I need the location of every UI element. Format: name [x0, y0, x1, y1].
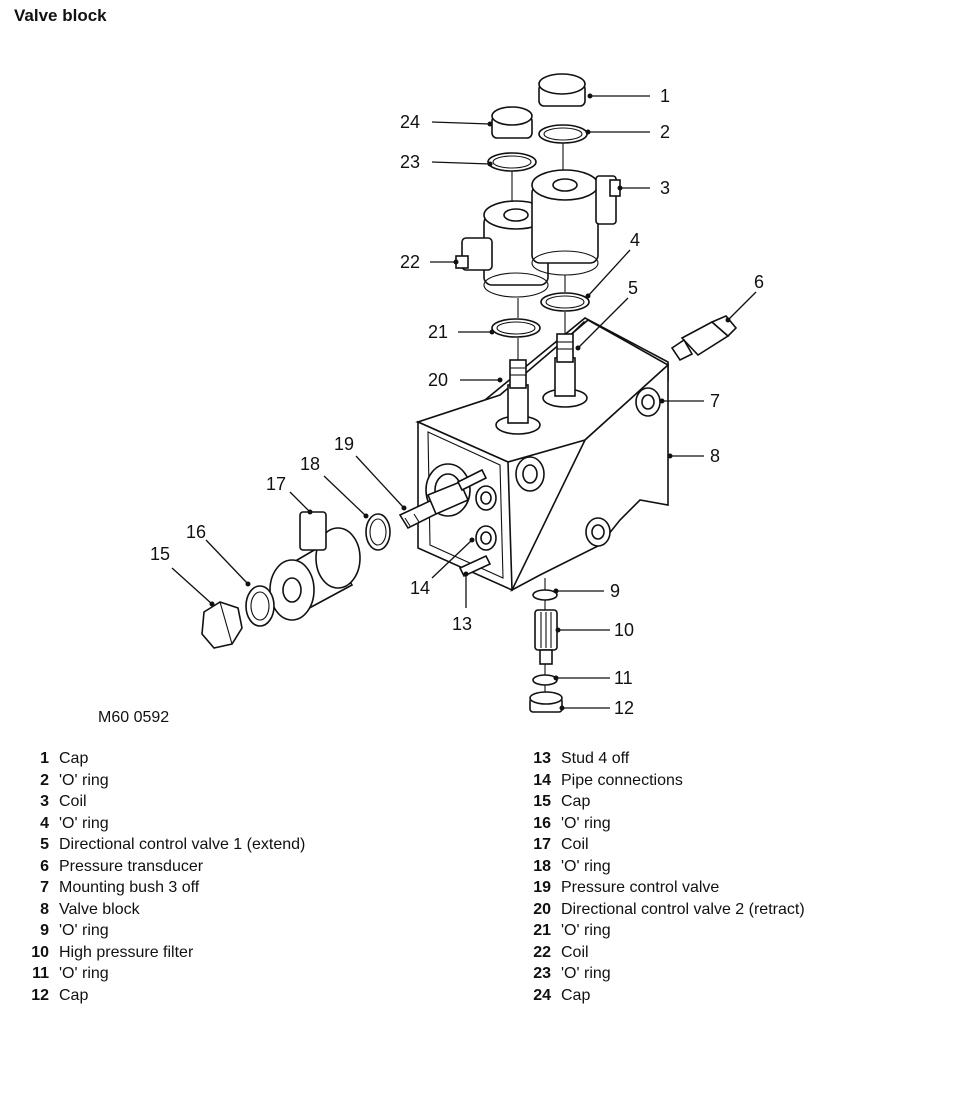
cap-24 — [491, 106, 533, 139]
legend-item: 21'O' ring — [533, 922, 611, 939]
callout-4: 4 — [630, 230, 640, 250]
o-ring-9 — [532, 589, 558, 601]
page-title: Valve block — [14, 6, 107, 25]
coil-3 — [531, 169, 621, 276]
directional-control-valve-2 — [495, 359, 541, 435]
callout-3: 3 — [660, 178, 670, 198]
callout-5: 5 — [628, 278, 638, 298]
callout-8: 8 — [710, 446, 720, 466]
o-ring-4 — [540, 292, 590, 312]
callout-13: 13 — [452, 614, 472, 634]
callout-19: 19 — [334, 434, 354, 454]
callout-10: 10 — [614, 620, 634, 640]
callout-2: 2 — [660, 122, 670, 142]
valve-block-body — [415, 317, 670, 592]
callout-18: 18 — [300, 454, 320, 474]
callout-12: 12 — [614, 698, 634, 718]
callout-21: 21 — [428, 322, 448, 342]
legend-item: 11'O' ring — [32, 965, 109, 982]
coil-17 — [269, 511, 361, 621]
callout-7: 7 — [710, 391, 720, 411]
o-ring-18 — [365, 513, 391, 551]
leader-lines — [171, 93, 757, 711]
legend-item: 2'O' ring — [40, 771, 109, 789]
pressure-control-valve — [398, 480, 470, 530]
legend-item: 18'O' ring — [533, 857, 611, 875]
callout-16: 16 — [186, 522, 206, 542]
o-ring-21 — [491, 318, 541, 338]
callout-22: 22 — [400, 252, 420, 272]
callout-24: 24 — [400, 112, 420, 132]
o-ring-11 — [532, 674, 558, 686]
o-ring-23 — [487, 152, 537, 172]
pressure-transducer — [670, 315, 738, 362]
callout-23: 23 — [400, 152, 420, 172]
legend-item: 23'O' ring — [533, 965, 611, 982]
legend-item: 9'O' ring — [40, 922, 109, 939]
callout-14: 14 — [410, 578, 430, 598]
legend-item: 4'O' ring — [40, 814, 109, 832]
callout-9: 9 — [610, 581, 620, 601]
callout-1: 1 — [660, 86, 670, 106]
legend-item: 16'O' ring — [533, 814, 611, 832]
callout-20: 20 — [428, 370, 448, 390]
callout-17: 17 — [266, 474, 286, 494]
o-ring-16 — [245, 585, 275, 627]
cap-1 — [538, 73, 586, 107]
cap-15 — [201, 601, 243, 649]
directional-control-valve-1 — [542, 333, 588, 408]
high-pressure-filter — [534, 609, 558, 665]
callout-11: 11 — [614, 668, 633, 688]
stud — [456, 468, 492, 578]
callout-15: 15 — [150, 544, 170, 564]
o-ring-2 — [538, 124, 588, 144]
valve-block-exploded-diagram: 1 2 3 4 5 6 7 8 9 10 11 12 13 14 15 16 1… — [98, 73, 764, 726]
callout-6: 6 — [754, 272, 764, 292]
figure-reference: M60 0592 — [98, 709, 169, 726]
cap-12 — [529, 691, 563, 713]
